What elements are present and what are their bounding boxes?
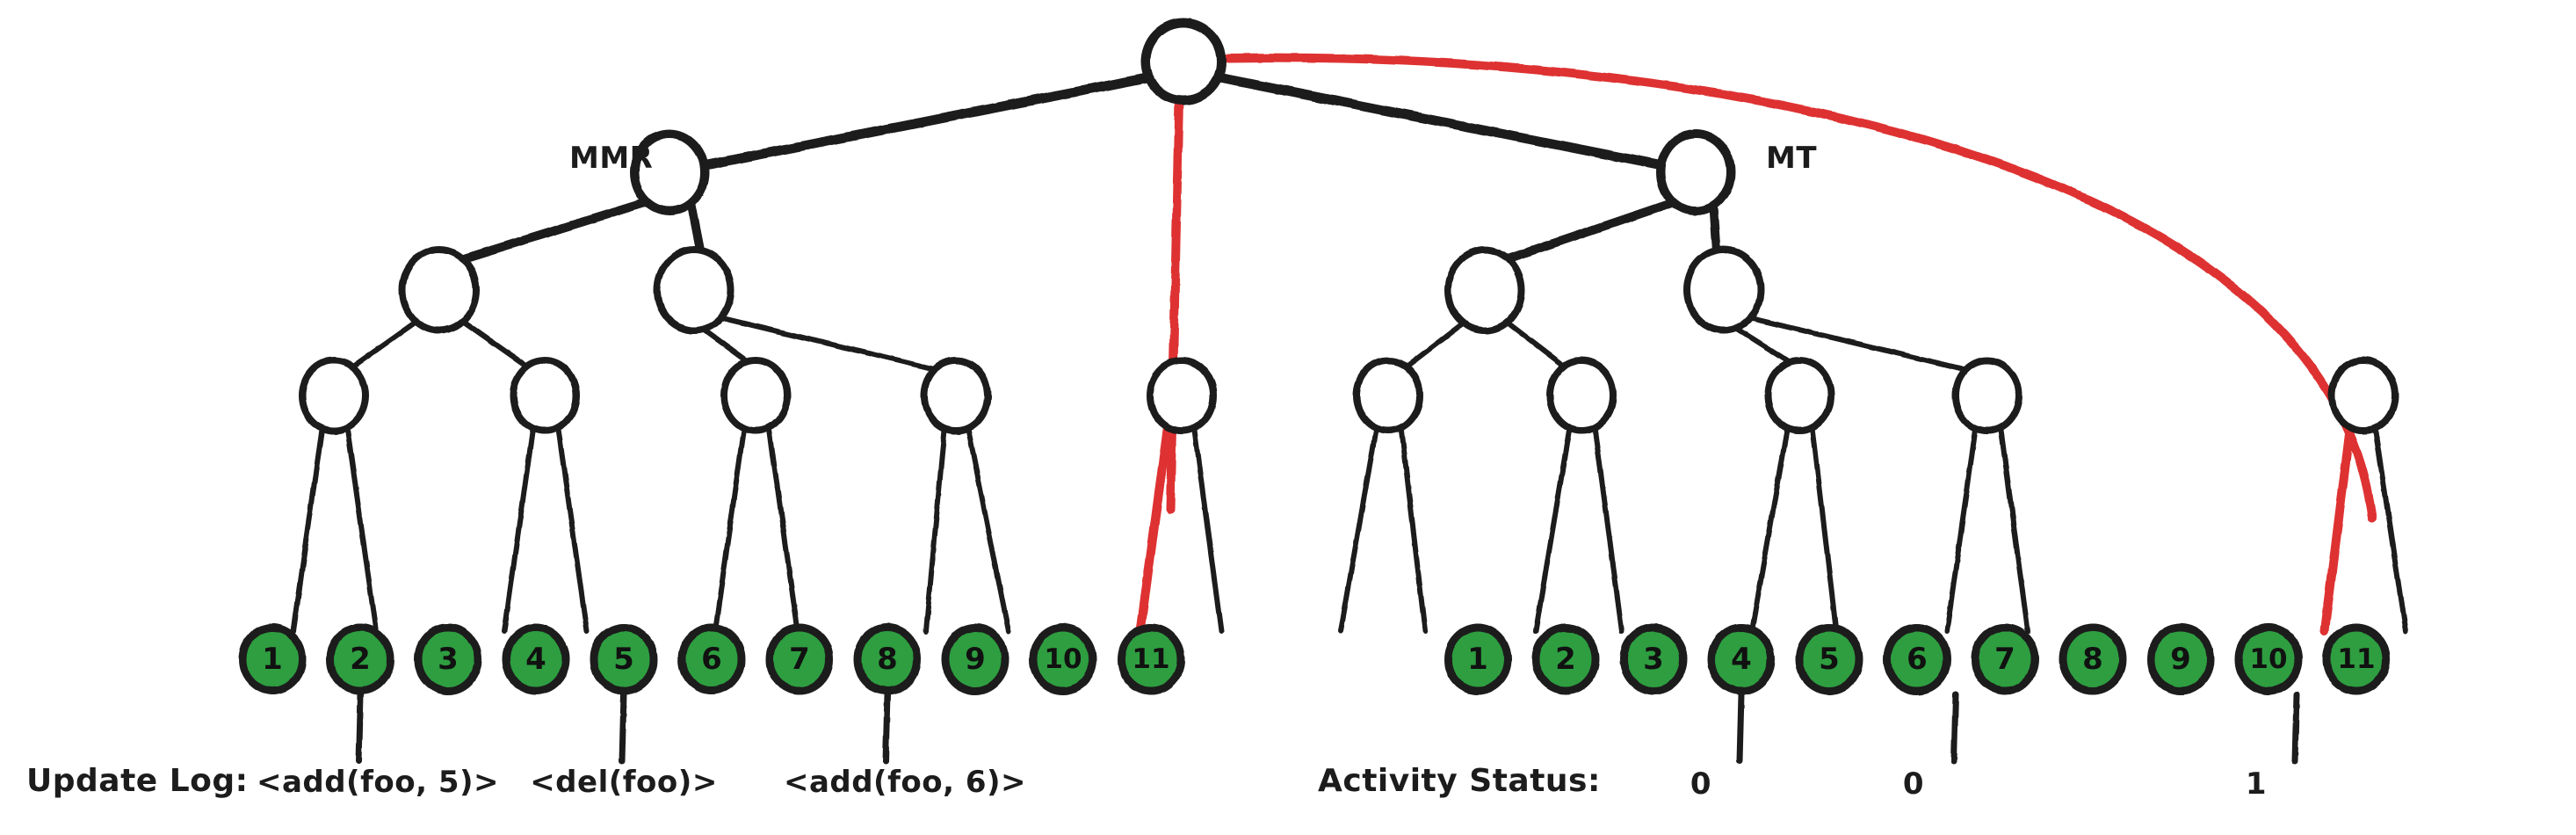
node-mt-l2-b[interactable] <box>1683 246 1764 334</box>
highlight-edge-right-root <box>1224 53 2377 523</box>
leaf-label-left-1: 1 <box>262 642 283 677</box>
leaf-label-left-2: 2 <box>350 642 371 677</box>
leaf-right-1[interactable] <box>1444 623 1512 695</box>
tick-left-9 <box>882 691 891 765</box>
tree-edges <box>291 70 2408 634</box>
node-mt-l3-d[interactable] <box>1952 357 2022 434</box>
leaf-left-5[interactable] <box>590 623 658 695</box>
leaf-label-right-11: 11 <box>2337 643 2376 675</box>
activity-status-value-1: 0 <box>1690 766 1712 802</box>
leaf-label-left-10: 10 <box>1044 643 1082 675</box>
node-mmr-l2-a[interactable] <box>399 246 480 334</box>
leaf-label-right-3: 3 <box>1643 642 1664 677</box>
node-mt-l2-a[interactable] <box>1444 246 1525 334</box>
leaf-label-right-1: 1 <box>1467 642 1488 677</box>
leaf-left-9[interactable] <box>941 623 1009 695</box>
tree-label-mmr: MMR <box>569 141 654 176</box>
leaf-label-left-5: 5 <box>613 642 634 677</box>
leaf-label-right-2: 2 <box>1555 642 1576 677</box>
node-mt-l3-b[interactable] <box>1546 357 1617 434</box>
node-mt-l3-a[interactable] <box>1353 357 1423 434</box>
tick-right-6 <box>1950 691 1959 765</box>
leaf-label-right-7: 7 <box>1994 642 2015 677</box>
update-log-entry-2: <del(foo)> <box>530 765 718 800</box>
update-log-entry-1: <add(foo, 5)> <box>256 765 500 800</box>
node-mt-l1[interactable] <box>1656 129 1735 215</box>
leaf-label-right-10: 10 <box>2249 643 2288 675</box>
leaf-label-left-4: 4 <box>525 642 546 677</box>
tick-left-3 <box>355 691 364 765</box>
node-mmr-l3-a[interactable] <box>299 357 369 434</box>
leaf-nodes <box>238 623 2391 695</box>
log-tick-marks <box>355 691 2300 765</box>
leaf-label-right-9: 9 <box>2170 642 2191 677</box>
leaf-label-left-3: 3 <box>438 642 459 677</box>
leaf-right-3[interactable] <box>1619 623 1688 695</box>
leaf-label-right-5: 5 <box>1819 642 1840 677</box>
node-mmr-l3-d[interactable] <box>921 357 991 434</box>
tick-right-3 <box>1736 691 1745 765</box>
node-mt-l3-e[interactable] <box>2328 357 2399 434</box>
leaf-label-right-6: 6 <box>1907 642 1928 677</box>
node-mmr-l2-b[interactable] <box>654 246 734 334</box>
leaf-label-left-9: 9 <box>965 642 986 677</box>
leaf-right-9[interactable] <box>2146 623 2215 695</box>
leaf-right-4[interactable] <box>1707 623 1776 695</box>
activity-status-value-3: 1 <box>2245 766 2268 802</box>
leaf-left-8[interactable] <box>853 623 922 695</box>
leaf-right-11[interactable] <box>2322 623 2391 695</box>
tick-right-9 <box>2291 691 2300 765</box>
node-mmr-l3-e[interactable] <box>1147 357 1217 434</box>
node-root[interactable] <box>1140 18 1226 105</box>
leaf-left-2[interactable] <box>326 623 394 695</box>
leaf-left-1[interactable] <box>238 623 307 695</box>
node-mmr-l3-b[interactable] <box>510 357 580 434</box>
update-log-entry-3: <add(foo, 6)> <box>783 765 1027 800</box>
highlight-edge-left-leaf9 <box>1136 416 1173 635</box>
leaf-left-10[interactable] <box>1029 623 1097 695</box>
leaf-left-11[interactable] <box>1117 623 1185 695</box>
leaf-right-7[interactable] <box>1971 623 2039 695</box>
leaf-left-6[interactable] <box>677 623 746 695</box>
leaf-right-10[interactable] <box>2234 623 2303 695</box>
node-mmr-l3-c[interactable] <box>720 357 791 434</box>
leaf-label-left-7: 7 <box>789 642 810 677</box>
update-log-label: Update Log: <box>26 763 249 799</box>
leaf-left-4[interactable] <box>502 623 570 695</box>
node-mt-l3-c[interactable] <box>1764 357 1834 434</box>
leaf-left-3[interactable] <box>414 623 482 695</box>
leaf-right-8[interactable] <box>2059 623 2127 695</box>
activity-status-value-2: 0 <box>1902 766 1925 802</box>
leaf-label-left-8: 8 <box>877 642 898 677</box>
leaf-label-left-11: 11 <box>1132 643 1170 675</box>
highlight-edge-right-leaf9 <box>2320 416 2355 635</box>
leaf-right-5[interactable] <box>1795 623 1863 695</box>
tree-label-mt: MT <box>1766 141 1818 176</box>
leaf-right-6[interactable] <box>1883 623 1951 695</box>
tick-left-6 <box>619 691 627 765</box>
leaf-label-left-6: 6 <box>701 642 722 677</box>
activity-status-label: Activity Status: <box>1318 763 1601 799</box>
leaf-right-2[interactable] <box>1531 623 1600 695</box>
highlight-paths <box>1136 53 2377 635</box>
leaf-label-right-4: 4 <box>1731 642 1752 677</box>
internal-nodes <box>299 18 2399 434</box>
leaf-label-right-8: 8 <box>2082 642 2103 677</box>
highlight-edge-left-root <box>1166 94 1183 514</box>
node-mmr-l1[interactable] <box>630 129 709 215</box>
leaf-left-7[interactable] <box>765 623 834 695</box>
